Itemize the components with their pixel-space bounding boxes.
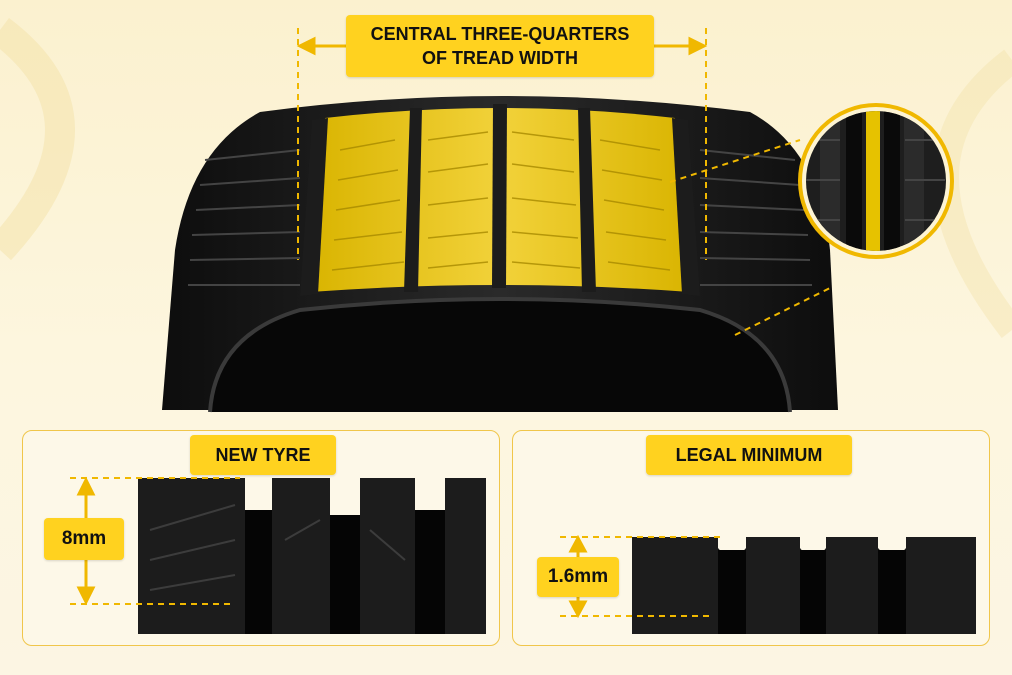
width-arrow bbox=[296, 36, 708, 56]
legal-minimum-tread-profile bbox=[632, 537, 976, 634]
new-tyre-tread-profile bbox=[138, 478, 486, 634]
new-tyre-title: NEW TYRE bbox=[190, 435, 336, 475]
zoom-lens bbox=[798, 103, 954, 259]
tread-width-label-line1: CENTRAL THREE-QUARTERS bbox=[370, 24, 630, 44]
tread-width-label: CENTRAL THREE-QUARTERS OF TREAD WIDTH bbox=[346, 15, 654, 77]
new-tyre-depth-label: 8mm bbox=[44, 518, 124, 560]
tyre-inner bbox=[210, 299, 790, 412]
legal-minimum-title: LEGAL MINIMUM bbox=[646, 435, 852, 475]
tread-width-label-line2: OF TREAD WIDTH bbox=[422, 48, 578, 68]
legal-minimum-depth-label: 1.6mm bbox=[537, 557, 619, 597]
